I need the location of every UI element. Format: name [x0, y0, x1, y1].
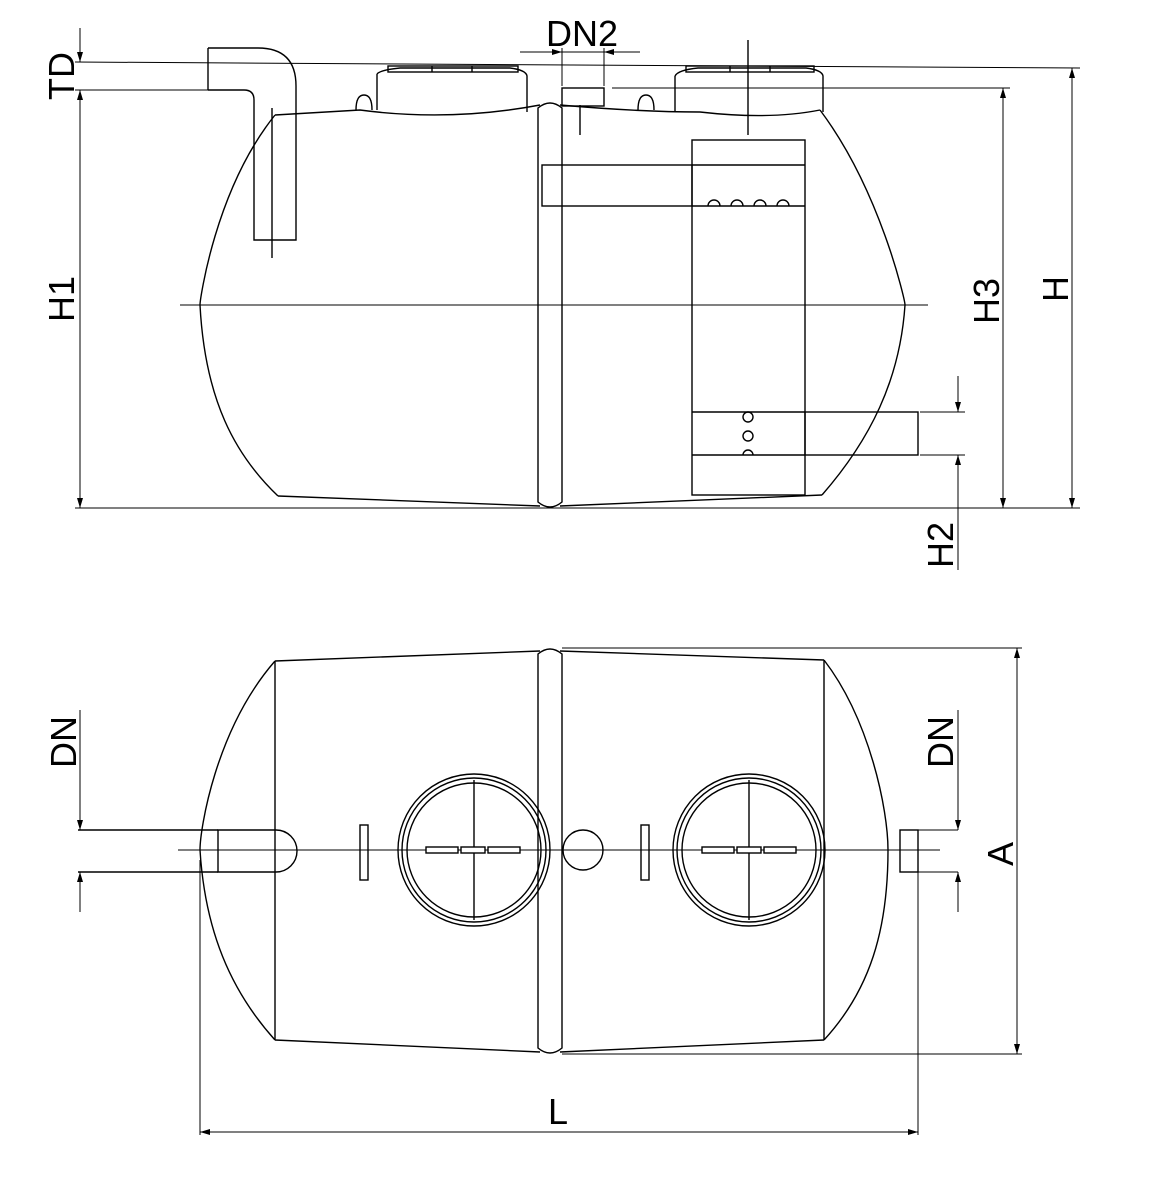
dimension-h2: H2 [920, 376, 961, 570]
dimension-dn2: DN2 [520, 13, 640, 55]
top-view-left-lug [359, 824, 369, 881]
dimension-h1-label: H1 [41, 276, 82, 322]
dimension-dn-right: DN [920, 710, 961, 912]
dimension-a: A [980, 648, 1021, 1054]
side-view-extension-lines [74, 48, 1081, 509]
dimension-h-label: H [1035, 276, 1076, 302]
dimension-h3: H3 [966, 88, 1007, 508]
dimension-h1: H1 [41, 90, 83, 508]
side-view: TD H1 DN2 H3 H [41, 13, 1081, 570]
dimension-h2-label: H2 [920, 522, 961, 568]
dimension-td-label: TD [41, 52, 82, 100]
dimension-dn-right-label: DN [920, 716, 961, 768]
top-view-extension-lines [199, 647, 1022, 1135]
dimension-h3-label: H3 [966, 278, 1007, 324]
dimension-dn-left: DN [43, 710, 84, 912]
dimension-h: H [1035, 68, 1076, 508]
top-view-left-manhole [397, 773, 551, 927]
side-view-inlet-pipe [207, 47, 297, 258]
top-view-dn2-vent [562, 829, 604, 871]
side-view-left-manhole [355, 65, 528, 112]
dimension-l: L [200, 1091, 918, 1135]
dimension-dn-left-label: DN [43, 716, 84, 768]
top-view-right-lug [640, 824, 650, 881]
dimension-l-label: L [548, 1091, 568, 1132]
dimension-dn2-label: DN2 [546, 13, 618, 54]
dimension-a-label: A [980, 842, 1021, 866]
dimension-td: TD [41, 28, 83, 124]
top-view-inlet-pipe [78, 829, 298, 873]
top-view: DN DN A L [43, 647, 1022, 1135]
top-view-outlet-pipe [899, 829, 958, 873]
top-view-right-manhole [672, 773, 826, 927]
side-view-dn2-stub [561, 87, 605, 135]
side-view-outlet-baffle [541, 139, 919, 496]
